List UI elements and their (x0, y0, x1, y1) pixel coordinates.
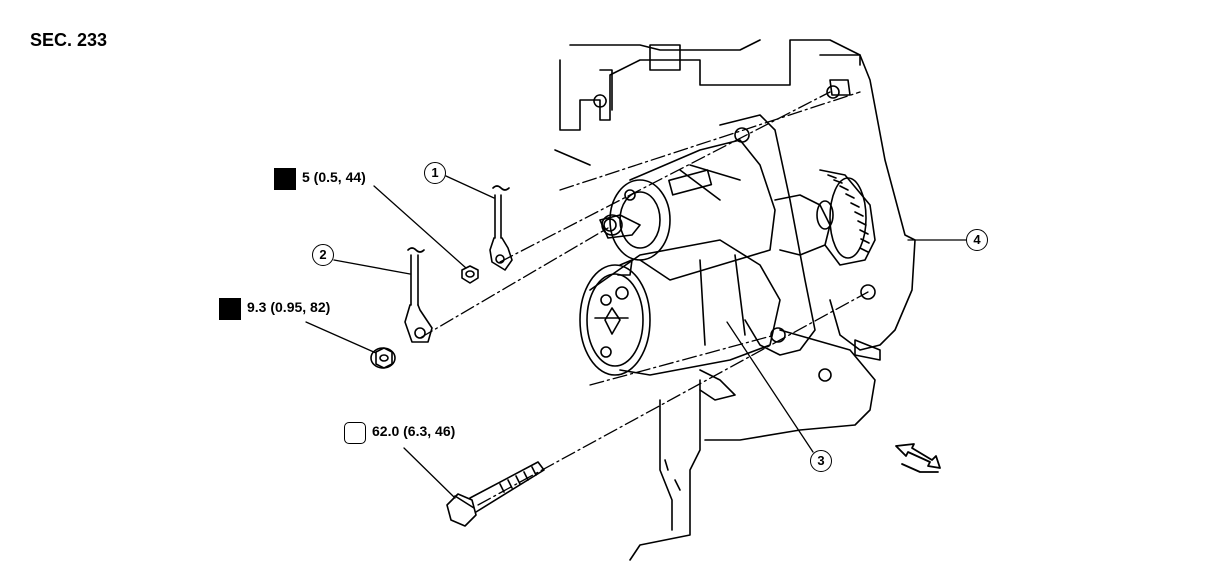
bolt-torque-icon (344, 422, 366, 444)
engine-block (554, 39, 916, 561)
callout-1: 1 (424, 162, 446, 184)
large-nut (370, 347, 396, 369)
nut-torque-icon (219, 298, 241, 320)
callout-4: 4 (966, 229, 988, 251)
callout-3: 3 (810, 450, 832, 472)
section-label: SEC. 233 (30, 30, 108, 50)
front-arrow-icon (895, 443, 941, 473)
terminal-cable-1 (489, 185, 513, 271)
torque-spec-bolt: 62.0 (6.3, 46) (372, 423, 456, 439)
callout-2: 2 (312, 244, 334, 266)
torque-spec-small-nut: 5 (0.5, 44) (302, 169, 366, 185)
torque-spec-large-nut: 9.3 (0.95, 82) (247, 299, 331, 315)
mounting-bolt (446, 461, 545, 527)
small-nut (461, 265, 479, 284)
starter-motor (579, 114, 834, 401)
terminal-cable-2 (404, 247, 433, 343)
nut-torque-icon (274, 168, 296, 190)
callout-leaders (305, 175, 967, 499)
alignment-lines (419, 91, 869, 506)
flywheel-ring-gear (819, 169, 876, 266)
